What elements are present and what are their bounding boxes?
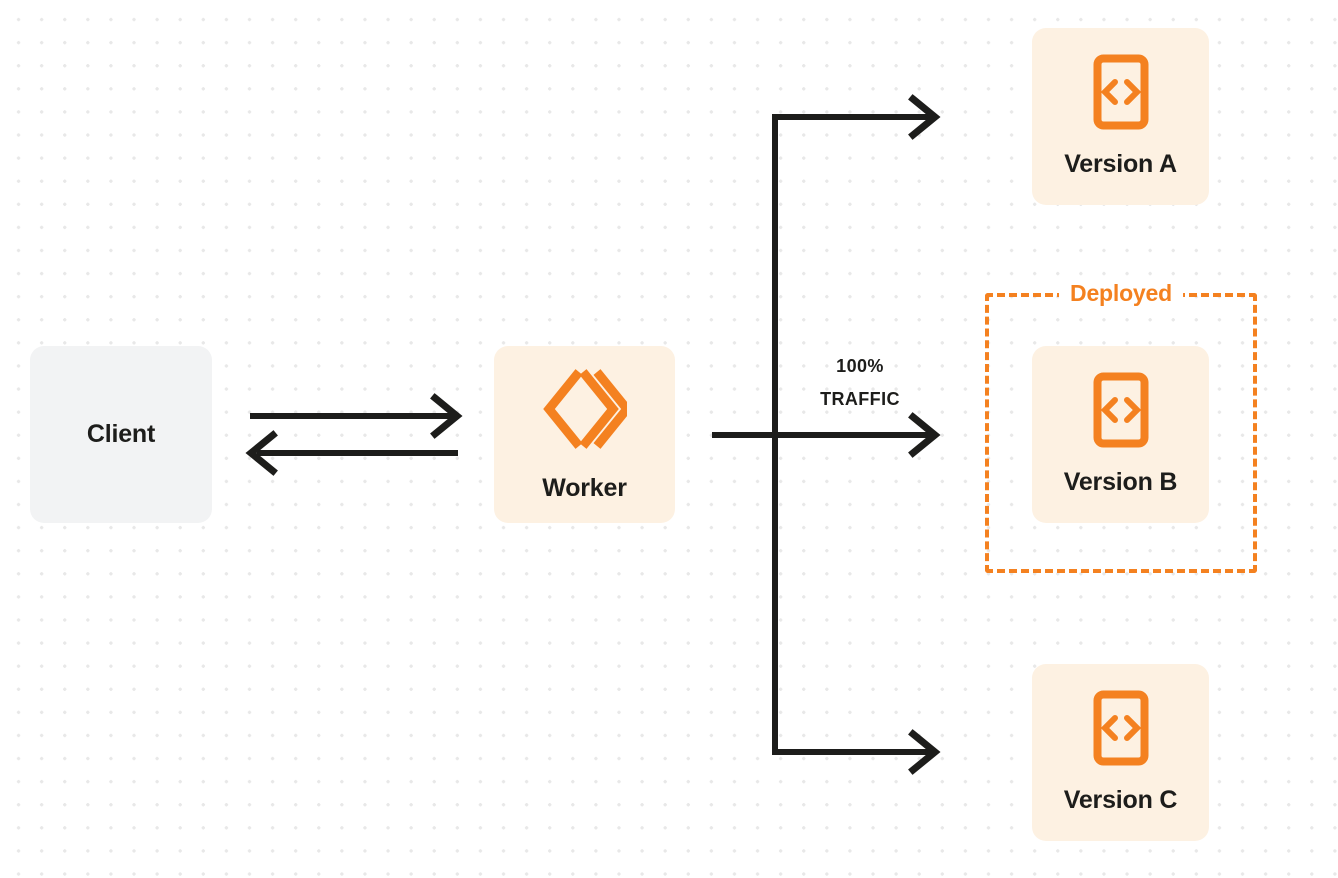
connector-client-to-worker (250, 393, 463, 439)
traffic-amount: 100% (836, 356, 884, 376)
deployed-group-boundary: Deployed (985, 280, 1257, 573)
node-version-c-label: Version C (1063, 786, 1178, 814)
node-version-a[interactable]: Version A (1032, 28, 1209, 205)
node-version-b-label: Version B (1063, 468, 1178, 496)
node-client-label: Client (86, 420, 156, 448)
code-file-icon (1093, 690, 1149, 766)
node-version-a-label: Version A (1064, 150, 1177, 178)
node-version-b[interactable]: Version B (1032, 346, 1209, 523)
code-file-icon (1093, 54, 1149, 130)
code-file-icon (1093, 372, 1149, 448)
cloudflare-workers-logo-icon (542, 366, 633, 452)
deployed-badge: Deployed (1059, 280, 1183, 307)
node-worker[interactable]: Worker (494, 346, 675, 523)
connector-worker-trunk (712, 412, 941, 458)
node-version-c[interactable]: Version C (1032, 664, 1209, 841)
node-client[interactable]: Client (30, 346, 212, 523)
traffic-unit-label: TRAFFIC (820, 389, 900, 410)
connector-branch-version-a (772, 94, 941, 140)
connector-branch-version-c (772, 729, 941, 775)
traffic-label: 100% TRAFFIC (790, 350, 930, 417)
connector-worker-to-client (245, 430, 458, 476)
node-worker-label: Worker (542, 474, 627, 502)
